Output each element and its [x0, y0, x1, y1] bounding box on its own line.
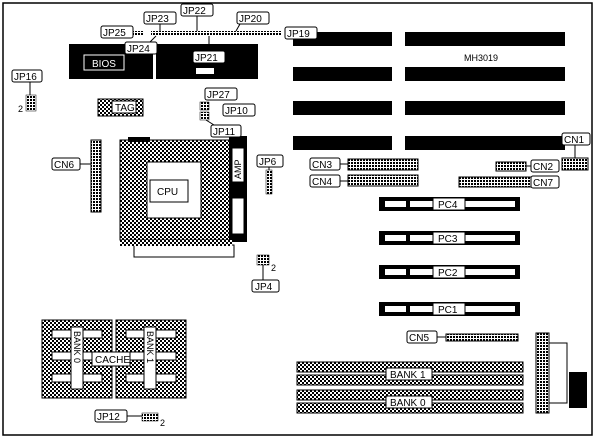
cn7-label: CN7: [533, 178, 553, 189]
callout-jp19: JP19: [284, 26, 318, 40]
jp16-pin-marker: 2: [18, 104, 23, 114]
cpu-socket-base-pins: [120, 240, 232, 246]
isa-slot: [293, 101, 392, 115]
callout-jp6: JP6: [256, 154, 284, 170]
callout-cn7: CN7: [530, 175, 560, 189]
isa-slot: [405, 136, 565, 150]
simm-bank0-label: BANK 0: [390, 398, 426, 409]
jp19-label: JP19: [287, 29, 310, 40]
jp23-label: JP23: [146, 14, 169, 25]
cn5-label: CN5: [409, 333, 429, 344]
callout-jp23: JP23: [143, 11, 177, 31]
callout-jp25: JP25: [100, 25, 134, 39]
isa-slot: [293, 67, 392, 81]
cpu-label: CPU: [157, 187, 178, 198]
pci-slot-pc2: PC2: [379, 265, 520, 279]
callout-cn5: CN5: [406, 330, 446, 344]
isa-slot: [405, 67, 565, 81]
cn4-header: [347, 174, 419, 187]
cpu-socket: CPU: [119, 137, 231, 241]
cache-label: CACHE: [95, 355, 130, 366]
cn4-label: CN4: [312, 177, 332, 188]
simm-banks: BANK 1 BANK 0: [296, 361, 524, 414]
pc3-label: PC3: [438, 234, 458, 245]
callout-jp10: JP10: [222, 103, 256, 117]
jp10-label: JP10: [225, 106, 248, 117]
callout-cn1: CN1: [561, 132, 591, 158]
callout-cn4: CN4: [309, 174, 348, 188]
cn6-connector: [90, 139, 102, 213]
cache-bank1-label: BANK 1: [145, 331, 155, 363]
simm-bank1-label: BANK 1: [390, 370, 426, 381]
callout-jp27: JP27: [204, 87, 238, 101]
power-connector: [535, 332, 587, 414]
callout-jp24: JP24: [124, 35, 158, 55]
pc4-label: PC4: [438, 200, 458, 211]
tag-label: TAG: [115, 103, 135, 114]
jp4-pin-marker: 2: [271, 263, 276, 273]
jp27-pins: [199, 101, 210, 111]
jp10-pins: [199, 111, 210, 121]
callout-jp16: JP16: [11, 69, 43, 95]
pci-slot-pc4: PC4: [379, 197, 520, 211]
board-model: MH3019: [464, 53, 498, 63]
cache-bank0-label: BANK 0: [72, 331, 82, 363]
cn2-label: CN2: [533, 162, 553, 173]
jp4-pins: [256, 254, 270, 266]
jp21-label: JP21: [195, 53, 218, 64]
callout-jp4: JP4: [251, 265, 280, 293]
tag-chip: TAG: [97, 98, 144, 117]
callout-jp22: JP22: [180, 3, 214, 31]
top-jumper-strip: [131, 31, 281, 36]
isa-slot: [405, 32, 565, 46]
amp-lever: AMP: [229, 136, 247, 242]
isa-slots: [293, 32, 565, 150]
jp27-label: JP27: [207, 90, 230, 101]
bios-chip: BIOS: [69, 44, 153, 79]
jp16-pins: [25, 94, 37, 112]
cn6-label: CN6: [54, 160, 74, 171]
isa-slot: [293, 136, 392, 150]
cn2-header: [495, 161, 527, 172]
cn5-header: [445, 333, 519, 342]
pc1-label: PC1: [438, 305, 458, 316]
callout-cn6: CN6: [51, 157, 91, 171]
jp11-label: JP11: [213, 127, 235, 138]
pc2-label: PC2: [438, 268, 458, 279]
jp6-label: JP6: [259, 157, 277, 168]
cpu-socket-base: [133, 244, 235, 258]
isa-slot: [293, 32, 392, 46]
jp4-label: JP4: [255, 282, 273, 293]
callout-jp20: JP20: [235, 11, 270, 32]
callout-jp12: JP12: [94, 409, 142, 423]
cn1-label: CN1: [564, 135, 584, 146]
pci-slot-pc1: PC1: [379, 302, 520, 316]
jp12-label: JP12: [97, 412, 120, 423]
cn3-header: [347, 158, 419, 171]
jp20-label: JP20: [239, 14, 262, 25]
cache-array: BANK 0 BANK 1 CACHE: [41, 319, 187, 399]
jp22-label: JP22: [183, 6, 206, 17]
callout-jp21: JP21: [192, 36, 226, 64]
bios-label: BIOS: [92, 59, 116, 70]
callout-jp11: JP11: [205, 119, 242, 138]
pci-slots: PC4 PC3 PC2 PC1: [379, 197, 520, 316]
jp12-pins: [141, 412, 159, 422]
jp6-pins: [265, 169, 273, 195]
jp12-pin-marker: 2: [160, 418, 165, 428]
cn7-header: [458, 176, 532, 188]
callout-cn2: CN2: [526, 159, 560, 173]
amp-label: AMP: [233, 159, 243, 179]
jp24-label: JP24: [127, 44, 150, 55]
isa-slot: [405, 101, 565, 115]
cn3-label: CN3: [312, 160, 332, 171]
cn1-header: [561, 157, 589, 171]
jp25-label: JP25: [103, 28, 126, 39]
callout-cn3: CN3: [309, 157, 348, 171]
pci-slot-pc3: PC3: [379, 231, 520, 245]
jp16-label: JP16: [14, 72, 37, 83]
